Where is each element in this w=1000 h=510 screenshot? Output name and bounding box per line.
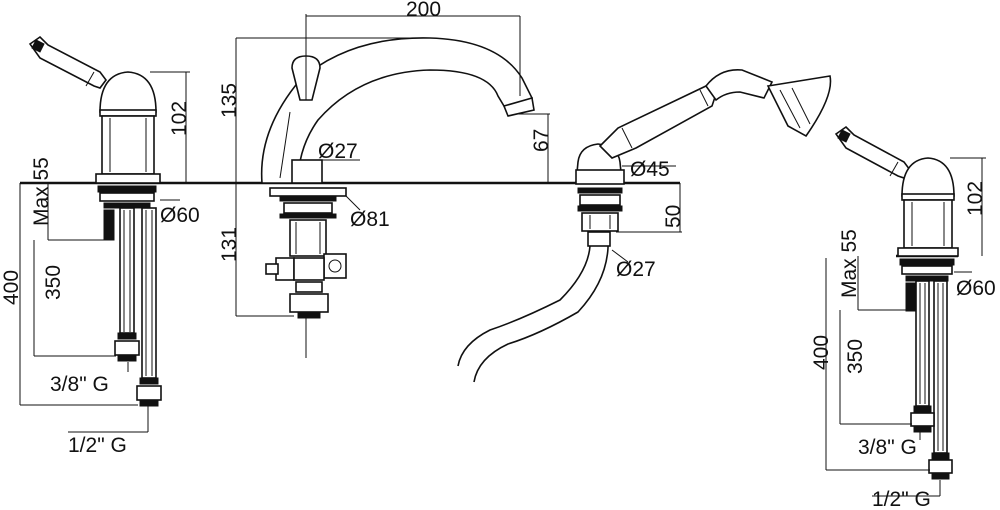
- left-hose-short: [114, 207, 140, 362]
- right-handle-height-label: 102: [964, 181, 987, 216]
- spout-below-deck-label: 131: [218, 227, 241, 262]
- shower-holder-depth-label: 50: [662, 205, 685, 228]
- right-valve-dimensions: 102 Max 55 Ø60 400 350 3/8" G 1/2" G: [810, 157, 996, 510]
- right-400-label: 400: [810, 335, 833, 370]
- left-350-label: 350: [42, 265, 65, 300]
- right-valve-body: [903, 199, 953, 249]
- left-valve-dimensions: 102 Max 55 Ø60 400 350 3/8" G 1/2" G: [0, 71, 200, 457]
- shower-dimensions: Ø45 50 Ø27: [611, 158, 685, 281]
- left-valve-dome: [99, 71, 157, 113]
- shower-hose-dia-label: Ø27: [616, 258, 656, 281]
- right-350-label: 350: [844, 339, 867, 374]
- right-lever-handle: [834, 125, 911, 179]
- right-valve-dome: [901, 157, 955, 197]
- hand-shower: [457, 69, 832, 383]
- spout-dimensions: 200 135 131 67 Ø27 Ø81: [218, 0, 553, 317]
- right-thread-38-label: 3/8" G: [858, 436, 917, 459]
- spout-flange-dia-label: Ø81: [350, 208, 390, 231]
- spout-width-label: 200: [406, 0, 441, 21]
- shower-handle: [598, 85, 717, 159]
- right-hose-long: [928, 280, 953, 480]
- left-thread-12-label: 1/2" G: [68, 434, 127, 457]
- left-valve: [28, 35, 162, 407]
- left-valve-dia-label: Ø60: [160, 204, 200, 227]
- right-valve: [834, 125, 959, 480]
- right-max-deck-label: Max 55: [838, 229, 861, 298]
- spout-outlet-height-label: 67: [530, 129, 553, 152]
- shower-hose: [457, 232, 591, 367]
- spout-side-connector-right: [323, 253, 347, 279]
- left-max-deck-label: Max 55: [30, 157, 53, 226]
- right-hose-short: [910, 280, 935, 433]
- left-handle-height-label: 102: [168, 101, 191, 136]
- spout: [260, 14, 535, 358]
- left-valve-body: [101, 115, 155, 175]
- right-valve-dia-label: Ø60: [956, 277, 996, 300]
- shower-holder-dia-label: Ø45: [630, 158, 670, 181]
- left-thread-38-label: 3/8" G: [50, 373, 109, 396]
- right-thread-12-label: 1/2" G: [872, 488, 931, 510]
- shower-head: [766, 75, 832, 138]
- left-400-label: 400: [0, 270, 23, 305]
- spout-base-dia-label: Ø27: [318, 140, 358, 163]
- left-lever-handle: [28, 35, 107, 89]
- left-hose-long: [136, 207, 162, 407]
- spout-height-label: 135: [218, 83, 241, 118]
